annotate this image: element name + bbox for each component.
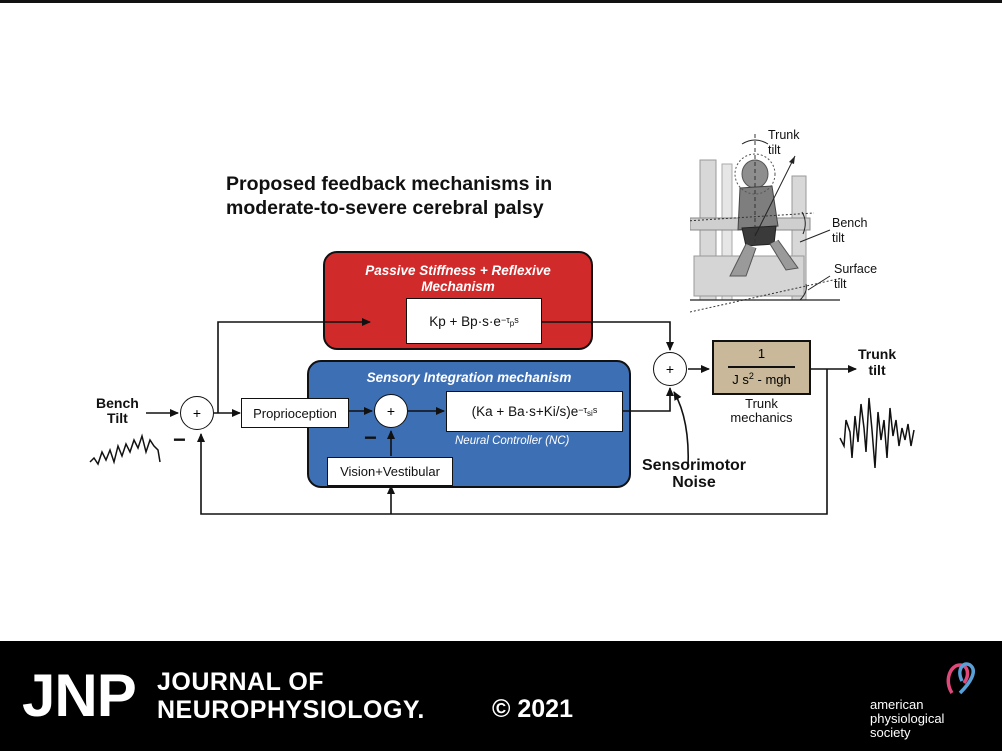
passive-transfer-box: Kp + Bp·s·e−τps <box>406 298 542 344</box>
input-waveform <box>89 433 161 466</box>
output-label-line1: Trunk <box>858 346 897 362</box>
proprioception-box: Proprioception <box>241 398 349 428</box>
wire-passive-sum3 <box>542 321 674 351</box>
top-rule <box>0 0 1002 3</box>
input-label-line2: Tilt <box>107 410 128 426</box>
society-line3: society <box>870 725 911 740</box>
photo-label-bench-line1: Bench <box>832 216 868 230</box>
journal-name-line2: NEUROPHYSIOLOGY. <box>157 696 425 724</box>
noise-label-line1: Sensorimotor <box>642 457 747 474</box>
neural-controller-box: (Ka + Ba·s+Ki/s)e−τsis <box>446 391 623 432</box>
surface-tilt-line <box>690 277 843 313</box>
photo-label-surface-line2: tilt <box>834 277 847 291</box>
vision-vestibular-box: Vision+Vestibular <box>327 457 453 486</box>
passive-block-title: Passive Stiffness + Reflexive Mechanism <box>325 263 591 295</box>
journal-abbreviation: JNP <box>22 662 137 729</box>
wire-branch-passive <box>217 318 371 413</box>
journal-name-line1: JOURNAL OF <box>157 668 325 696</box>
photo-label-surface-tilt: Surface tilt <box>834 262 877 292</box>
subject-illustration <box>690 134 843 313</box>
bench-tilt-input-label: Bench Tilt <box>96 396 139 426</box>
photo-label-trunk-line1: Trunk <box>768 128 800 142</box>
trunk-tilt-circle <box>734 153 776 195</box>
surface-tilt-arc <box>799 283 807 301</box>
neural-controller-label: Neural Controller (NC) <box>455 435 570 447</box>
subject-torso <box>737 185 779 231</box>
photo-label-surface-line1: Surface <box>834 262 878 276</box>
nc-formula-exp: −τsis <box>578 405 597 418</box>
wire-noise <box>673 391 690 469</box>
passive-formula-main: Kp + Bp·s·e <box>429 313 501 329</box>
output-waveform <box>839 397 915 469</box>
passive-exp-tail: s <box>514 314 519 325</box>
nc-exp-tail: s <box>592 405 598 416</box>
wire-nc-sum3 <box>622 387 674 412</box>
summing-junction-sensory: + <box>374 394 408 428</box>
plant-den-b: - mgh <box>753 372 791 387</box>
journal-name: JOURNAL OF NEUROPHYSIOLOGY. <box>157 668 425 724</box>
photo-label-bench-line2: tilt <box>832 231 845 245</box>
passive-block-title-line1: Passive Stiffness + Reflexive <box>365 263 551 278</box>
sum-output-plus: + <box>665 361 675 377</box>
signal-wires <box>89 318 915 515</box>
plant-den-a: J s <box>732 372 749 387</box>
surface-tilt-pointer <box>807 275 831 291</box>
input-label-line1: Bench <box>96 395 139 411</box>
trunk-tilt-output-label: Trunk tilt <box>858 346 896 378</box>
subject-legs <box>729 239 799 277</box>
sum-sensory-plus: + <box>386 403 396 419</box>
plant-fraction-bar <box>728 366 795 368</box>
trunk-mechanics-box: 1 J s2 - mgh <box>712 340 811 395</box>
plant-numerator: 1 <box>757 346 766 361</box>
trunk-tilt-arc <box>741 139 769 145</box>
wire-feedback <box>197 369 828 515</box>
passive-exp-sub: p <box>509 318 515 328</box>
noise-label-line2: Noise <box>672 474 716 491</box>
plant-label-line2: mechanics <box>730 410 793 425</box>
nc-exp-sub: si <box>587 408 593 418</box>
sum-input-plus: + <box>192 405 202 421</box>
figure-title-line1: Proposed feedback mechanisms in <box>226 173 553 195</box>
bench-tilt-line <box>690 212 815 222</box>
photo-label-trunk-line2: tilt <box>768 143 781 157</box>
passive-exp-tau: −τ <box>500 314 510 325</box>
photo-label-trunk-tilt: Trunk tilt <box>768 128 800 158</box>
journal-footer: JNP JOURNAL OF NEUROPHYSIOLOGY. © 2021 a… <box>0 641 1002 751</box>
society-line1: american <box>870 697 924 712</box>
summing-junction-input: + <box>180 396 214 430</box>
trunk-tilt-arrow <box>754 155 796 237</box>
sensory-block-title: Sensory Integration mechanism <box>366 370 572 385</box>
figure-title: Proposed feedback mechanisms in moderate… <box>226 172 646 220</box>
society-line2: physiological <box>870 711 945 726</box>
nc-exp-tau: −τ <box>578 405 588 416</box>
feedback-minus-sign: − <box>173 427 186 452</box>
passive-formula-exp: −τps <box>501 315 519 328</box>
vision-minus-sign: − <box>364 425 377 450</box>
trunk-mechanics-label: Trunk mechanics <box>712 397 811 425</box>
copyright-notice: © 2021 <box>492 695 573 723</box>
sensorimotor-noise-label: Sensorimotor Noise <box>642 457 746 491</box>
plant-den-sup: 2 <box>748 371 754 381</box>
photo-label-bench-tilt: Bench tilt <box>832 216 867 246</box>
summing-junction-output: + <box>653 352 687 386</box>
aps-logo-icon <box>946 662 975 695</box>
plant-denominator: J s2 - mgh <box>714 371 809 387</box>
nc-formula-main: (Ka + Ba·s+Ki/s)e <box>471 404 579 419</box>
plant-label-line1: Trunk <box>745 396 778 411</box>
bench-tilt-pointer <box>799 229 831 243</box>
bench-tilt-arc <box>801 211 806 235</box>
passive-block-title-line2: Mechanism <box>421 279 495 294</box>
society-name: american physiological society <box>870 698 944 740</box>
output-label-line2: tilt <box>868 362 886 378</box>
figure-title-line2: moderate-to-severe cerebral palsy <box>226 197 544 219</box>
